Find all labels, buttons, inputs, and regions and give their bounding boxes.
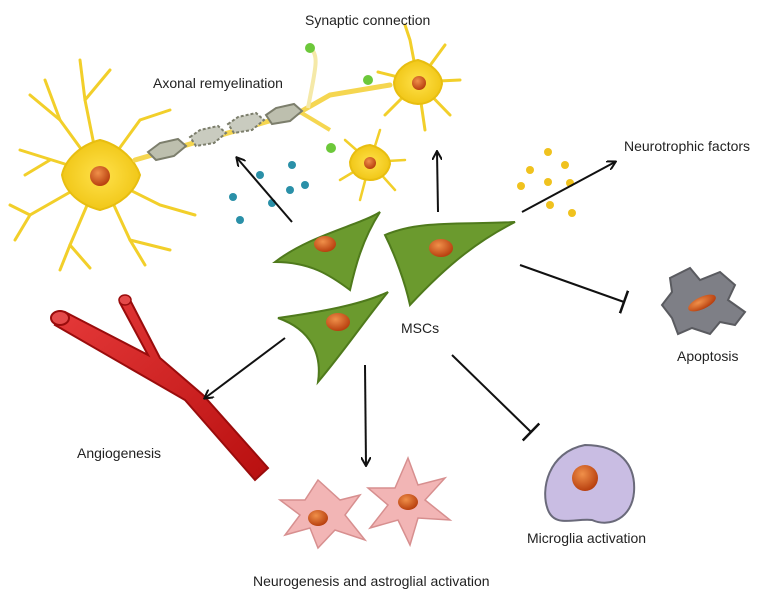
axon-myelin [132,43,393,163]
label-mscs: MSCs [401,320,440,336]
teal-dots [229,161,309,224]
label-neurotrophic-factors: Neurotrophic factors [624,138,751,154]
label-apoptosis: Apoptosis [677,348,739,364]
label-axonal-remyelination: Axonal remyelination [153,75,283,91]
label-neurogenesis-astroglial: Neurogenesis and astroglial activation [253,573,490,589]
astroglial-cells [277,455,453,550]
inhibition-lines [451,264,630,442]
gold-dots [517,148,576,217]
microglia-cell [544,443,636,524]
upper-neuron [376,23,462,132]
label-angiogenesis: Angiogenesis [77,445,162,461]
label-microglia-activation: Microglia activation [527,530,647,546]
large-neuron [8,58,197,272]
apoptotic-cell [660,266,747,336]
blood-vessel [50,294,270,482]
msc-cells [272,211,516,386]
arrows [205,152,615,465]
small-neuron [338,128,407,202]
label-synaptic-connection: Synaptic connection [305,12,431,28]
